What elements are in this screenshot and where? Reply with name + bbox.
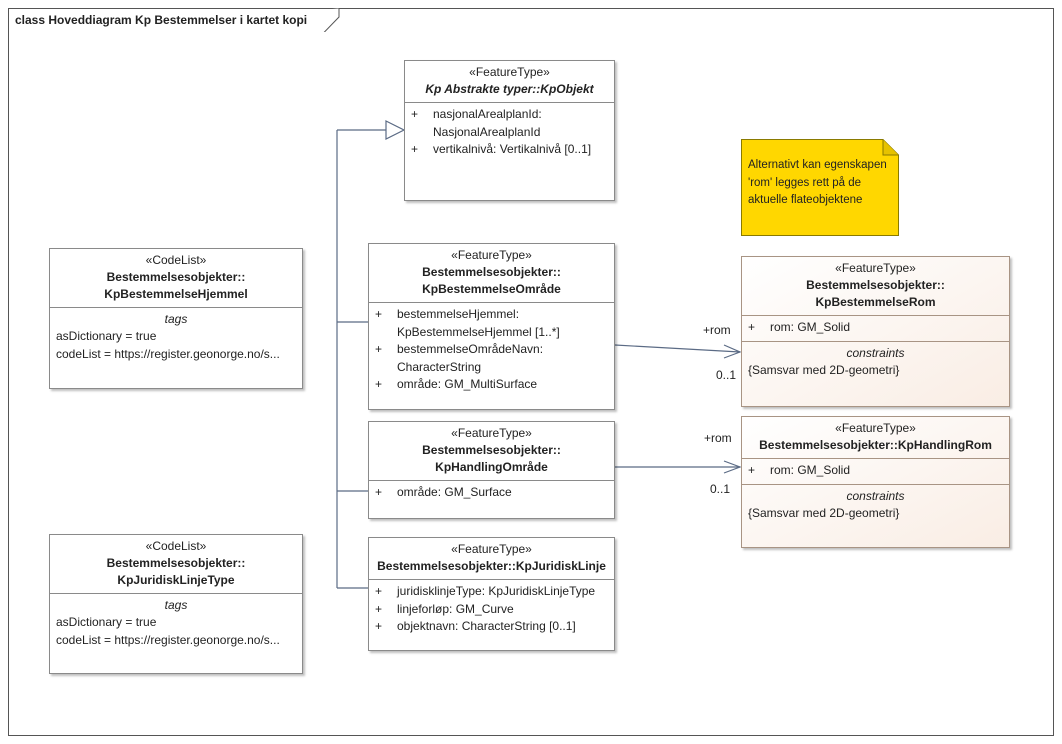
class-header: «FeatureType» Kp Abstrakte typer::KpObje… <box>405 61 614 103</box>
class-kpobjekt[interactable]: «FeatureType» Kp Abstrakte typer::KpObje… <box>404 60 615 201</box>
constraints-heading: constraints <box>846 488 905 503</box>
class-name-line2: KpBestemmelseHjemmel <box>104 287 248 301</box>
association-arrow-handlingrom <box>723 460 742 474</box>
attribute-row: +juridisklinjeType: KpJuridiskLinjeType <box>375 584 596 598</box>
class-kpbestemmelsehjemmel[interactable]: «CodeList» Bestemmelsesobjekter:: KpBest… <box>49 248 303 389</box>
class-header: «CodeList» Bestemmelsesobjekter:: KpJuri… <box>50 535 302 594</box>
note-text: Alternativt kan egenskapen 'rom' legges … <box>748 159 887 206</box>
attributes-compartment: +juridisklinjeType: KpJuridiskLinjeType … <box>369 580 614 640</box>
tags-heading: tags <box>164 598 188 612</box>
note[interactable]: Alternativt kan egenskapen 'rom' legges … <box>741 139 899 236</box>
stereotype-label: «FeatureType» <box>451 542 532 556</box>
role-label-handlingrom: +rom <box>704 431 732 445</box>
multiplicity-label-handlingrom: 0..1 <box>710 482 731 496</box>
class-kphandlingomraade[interactable]: «FeatureType» Bestemmelsesobjekter:: KpH… <box>368 421 615 519</box>
generalization-arrowhead <box>385 120 406 140</box>
association-line-rom <box>614 344 741 353</box>
stereotype-label: «FeatureType» <box>451 426 532 440</box>
multiplicity-label-rom: 0..1 <box>716 368 737 382</box>
class-header: «CodeList» Bestemmelsesobjekter:: KpBest… <box>50 249 302 308</box>
class-kpjuridisklinjetype[interactable]: «CodeList» Bestemmelsesobjekter:: KpJuri… <box>49 534 303 674</box>
class-kpbestemmelserom[interactable]: «FeatureType» Bestemmelsesobjekter:: KpB… <box>741 256 1010 407</box>
attributes-compartment: +nasjonalArealplanId: NasjonalArealplanI… <box>405 103 614 163</box>
constraint-value: {Samsvar med 2D-geometri} <box>748 505 900 520</box>
class-name-line2: KpBestemmelseOmråde <box>422 282 561 296</box>
stereotype-label: «CodeList» <box>145 539 207 553</box>
class-header: «FeatureType» Bestemmelsesobjekter::KpJu… <box>369 538 614 580</box>
diagram-title: class Hoveddiagram Kp Bestemmelser i kar… <box>15 13 308 27</box>
class-name-line1: Bestemmelsesobjekter:: <box>422 265 561 279</box>
stereotype-label: «FeatureType» <box>469 65 550 79</box>
class-name-line1: Bestemmelsesobjekter:: <box>422 443 561 457</box>
attributes-compartment: +rom: GM_Solid <box>742 459 1009 484</box>
stereotype-label: «FeatureType» <box>835 261 916 275</box>
attribute-row: CharacterString <box>397 359 482 374</box>
stereotype-label: «FeatureType» <box>835 421 916 435</box>
constraints-heading: constraints <box>846 345 905 360</box>
class-kpbestemmelseomraade[interactable]: «FeatureType» Bestemmelsesobjekter:: KpB… <box>368 243 615 410</box>
attribute-row: +vertikalnivå: Vertikalnivå [0..1] <box>411 142 592 156</box>
diagram-frame <box>8 8 1054 736</box>
tag-value: asDictionary = true <box>56 615 157 629</box>
class-name-line2: KpHandlingOmråde <box>435 460 548 474</box>
tag-value: asDictionary = true <box>56 329 157 343</box>
note-shape <box>741 139 899 236</box>
attribute-row: +rom: GM_Solid <box>748 463 851 477</box>
class-name-line1: Bestemmelsesobjekter:: <box>806 278 945 292</box>
class-name-line2: KpJuridiskLinjeType <box>117 573 235 587</box>
stereotype-label: «FeatureType» <box>451 248 532 262</box>
tags-heading: tags <box>164 312 188 326</box>
class-name: Bestemmelsesobjekter::KpHandlingRom <box>759 438 992 452</box>
class-name-line1: Bestemmelsesobjekter:: <box>106 556 246 570</box>
attribute-row: NasjonalArealplanId <box>433 124 541 139</box>
constraint-value: {Samsvar med 2D-geometri} <box>748 362 900 377</box>
association-arrow-rom <box>723 344 742 359</box>
diagram-title-tab <box>28 8 340 32</box>
tag-value: codeList = https://register.geonorge.no/… <box>56 632 280 647</box>
class-name: Bestemmelsesobjekter::KpJuridiskLinje <box>377 559 606 573</box>
class-name-line1: Bestemmelsesobjekter:: <box>106 270 246 284</box>
tags-compartment: tags asDictionary = true codeList = http… <box>50 594 302 653</box>
role-label-rom: +rom <box>703 323 731 337</box>
attribute-row: +bestemmelseHjemmel: <box>375 307 520 321</box>
stereotype-label: «CodeList» <box>145 253 207 267</box>
attributes-compartment: +rom: GM_Solid <box>742 316 1009 341</box>
class-kphandlingrom[interactable]: «FeatureType» Bestemmelsesobjekter::KpHa… <box>741 416 1010 548</box>
attributes-compartment: +bestemmelseHjemmel: KpBestemmelseHjemme… <box>369 303 614 398</box>
attribute-row: +område: GM_MultiSurface <box>375 377 538 391</box>
attribute-row: +bestemmelseOmrådeNavn: <box>375 342 544 356</box>
attribute-row: +rom: GM_Solid <box>748 320 851 334</box>
class-name-line2: KpBestemmelseRom <box>815 295 936 309</box>
constraints-compartment: constraints {Samsvar med 2D-geometri} <box>742 340 1009 384</box>
class-kpjuridisklinje[interactable]: «FeatureType» Bestemmelsesobjekter::KpJu… <box>368 537 615 651</box>
class-header: «FeatureType» Bestemmelsesobjekter:: KpB… <box>742 257 1009 316</box>
class-header: «FeatureType» Bestemmelsesobjekter:: KpB… <box>369 244 614 303</box>
attribute-row: +objektnavn: CharacterString [0..1] <box>375 619 576 633</box>
attribute-row: +linjeforløp: GM_Curve <box>375 601 514 616</box>
class-header: «FeatureType» Bestemmelsesobjekter:: KpH… <box>369 422 614 481</box>
attribute-row: KpBestemmelseHjemmel [1..*] <box>397 324 560 339</box>
class-header: «FeatureType» Bestemmelsesobjekter::KpHa… <box>742 417 1009 459</box>
tags-compartment: tags asDictionary = true codeList = http… <box>50 308 302 367</box>
class-name: Kp Abstrakte typer::KpObjekt <box>425 82 594 96</box>
attribute-row: +nasjonalArealplanId: <box>411 107 542 121</box>
constraints-compartment: constraints {Samsvar med 2D-geometri} <box>742 483 1009 527</box>
tag-value: codeList = https://register.geonorge.no/… <box>56 346 280 361</box>
attribute-row: +område: GM_Surface <box>375 485 512 499</box>
attributes-compartment: +område: GM_Surface <box>369 481 614 506</box>
